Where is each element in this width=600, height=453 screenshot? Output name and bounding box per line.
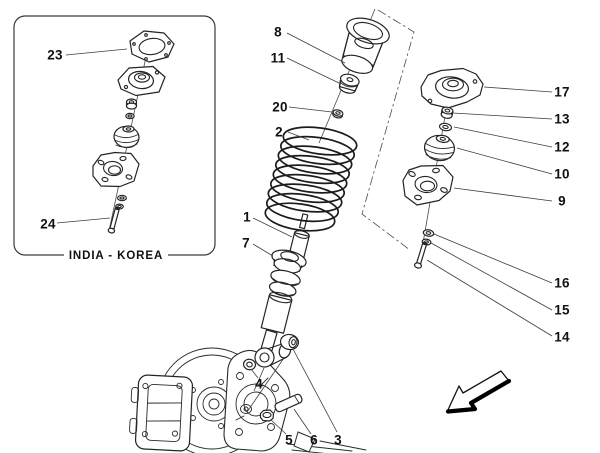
callout-20: 20 (272, 99, 288, 115)
part-7-spring-seat-drawing (271, 249, 307, 274)
inset-nut-drawing (125, 98, 138, 110)
part-6-bolt-drawing (274, 393, 303, 413)
part-11-pad-drawing (338, 73, 360, 94)
inset-strut-mount-drawing (117, 65, 166, 97)
part-14-bolt-drawing (413, 241, 428, 269)
callout-13: 13 (554, 111, 570, 127)
leader-lines (56, 32, 553, 435)
region-label-india-korea: INDIA - KOREA (68, 250, 164, 262)
part-10-buffer-drawing (423, 134, 456, 162)
callout-23: 23 (47, 47, 63, 63)
callout-4: 4 (255, 376, 263, 392)
brake-hub-assembly-drawing (129, 347, 367, 453)
callout-8: 8 (274, 24, 282, 40)
part-2-coil-spring-drawing (264, 126, 358, 232)
inset-group-artwork (92, 30, 175, 234)
callout-1: 1 (243, 209, 251, 225)
callout-16: 16 (554, 275, 570, 291)
right-mount-group-drawing (402, 67, 484, 269)
callout-6: 6 (310, 432, 318, 448)
inset-washer-2-drawing (115, 194, 127, 210)
part-8-dust-cover-drawing (341, 17, 390, 74)
part-13-nut-drawing (440, 106, 454, 119)
callout-17: 17 (554, 84, 570, 100)
part-12-washer-drawing (438, 122, 453, 132)
part-23-plate-drawing (129, 30, 175, 63)
inset-washer-drawing (125, 112, 135, 120)
inset-buffer-drawing (113, 125, 140, 149)
shock-gaiter-rings-drawing (268, 269, 301, 297)
part-17-strut-mount-drawing (420, 67, 484, 109)
direction-arrow-icon (445, 370, 512, 414)
part-5-nut-drawing (259, 409, 275, 422)
callout-14: 14 (554, 329, 570, 345)
callout-15: 15 (554, 302, 570, 318)
part-4-washer-drawing (242, 358, 257, 371)
inset-box (13, 15, 216, 262)
main-shock-assembly-drawing (242, 17, 390, 422)
part-20-ring-drawing (332, 109, 344, 119)
part-24-bolt-drawing (107, 206, 120, 234)
callout-10: 10 (554, 166, 570, 182)
callout-2: 2 (275, 124, 283, 140)
part-16-washer-drawing (422, 229, 435, 237)
callout-12: 12 (554, 139, 570, 155)
inset-bracket-plate-drawing (92, 151, 140, 188)
callout-24: 24 (40, 216, 56, 232)
part-3-bushing-drawing (279, 333, 300, 351)
part-9-bracket-plate-drawing (402, 164, 454, 206)
callout-7: 7 (242, 235, 250, 251)
callout-9: 9 (558, 193, 566, 209)
callout-3: 3 (334, 432, 342, 448)
callout-11: 11 (270, 50, 286, 66)
callout-5: 5 (285, 432, 293, 448)
